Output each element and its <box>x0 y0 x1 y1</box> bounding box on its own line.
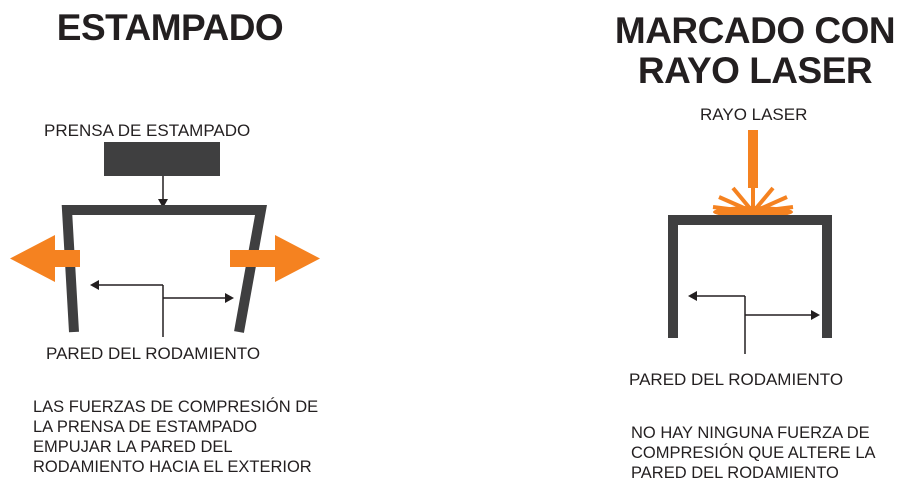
laser-description-line: PARED DEL RODAMIENTO <box>631 464 839 482</box>
deformed-bearing-wall <box>61 205 267 333</box>
stamping-press-label: PRENSA DE ESTAMPADO <box>44 121 251 140</box>
laser-beam <box>748 130 758 188</box>
stamping-press-block <box>104 142 220 176</box>
stamping-title: ESTAMPADO <box>56 7 284 48</box>
wall-pointer-left-head-b <box>225 293 234 303</box>
wall-pointer-left <box>98 284 226 337</box>
stamping-description: LAS FUERZAS DE COMPRESIÓN DE LA PRENSA D… <box>33 397 318 477</box>
intact-bearing-wall <box>668 215 832 338</box>
wall-pointer-right-head-b <box>811 310 820 320</box>
press-force-arrowhead <box>158 199 168 208</box>
outward-force-arrow-right <box>230 235 320 282</box>
laser-marking-title-line: RAYO LASER <box>637 50 873 91</box>
laser-description-line: NO HAY NINGUNA FUERZA DE <box>631 424 870 442</box>
wall-pointer-right <box>696 295 812 354</box>
stamping-description-line: RODAMIENTO HACIA EL EXTERIOR <box>33 458 312 476</box>
stamping-wall-label: PARED DEL RODAMIENTO <box>46 344 261 363</box>
laser-description: NO HAY NINGUNA FUERZA DE COMPRESIÓN QUE … <box>631 423 876 483</box>
stamping-description-line: LAS FUERZAS DE COMPRESIÓN DE <box>33 398 319 416</box>
stamping-description-line: EMPUJAR LA PARED DEL <box>33 438 233 456</box>
wall-pointer-right-head-a <box>688 291 697 301</box>
outward-force-arrow-left <box>10 235 80 282</box>
laser-wall-label: PARED DEL RODAMIENTO <box>629 370 844 389</box>
stamping-description-line: LA PRENSA DE ESTAMPADO <box>33 418 258 436</box>
laser-beam-label: RAYO LASER <box>700 105 808 124</box>
wall-pointer-left-head-a <box>90 280 99 290</box>
laser-marking-title: MARCADO CON RAYO LASER <box>600 11 910 91</box>
laser-marking-title-line: MARCADO CON <box>614 10 896 51</box>
laser-description-line: COMPRESIÓN QUE ALTERE LA <box>631 444 876 462</box>
